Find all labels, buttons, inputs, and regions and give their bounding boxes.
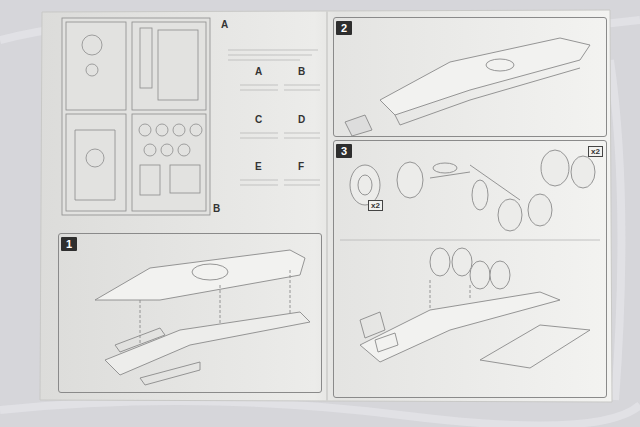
paper-sheet [40, 10, 612, 402]
paint-code: B [298, 66, 305, 77]
quantity-mark: x2 [588, 146, 603, 157]
quantity-mark: x2 [368, 200, 383, 211]
hull-exploded-drawing [95, 250, 310, 385]
step-panel: 2 [333, 17, 607, 137]
step-panel: 3 [333, 140, 607, 398]
sprue-letter: A [221, 19, 228, 30]
step-number: 1 [61, 237, 77, 251]
wheel-assembly-drawing [340, 150, 600, 368]
paint-code: A [255, 66, 262, 77]
step-panel: 1 [58, 233, 322, 393]
paint-code: C [255, 114, 262, 125]
hull-assembly-drawing [345, 38, 590, 136]
paint-code: D [298, 114, 305, 125]
step-number: 3 [336, 144, 352, 158]
page-fold [326, 11, 328, 401]
paint-code: F [298, 161, 304, 172]
sprue-letter: B [213, 203, 220, 214]
step-number: 2 [336, 21, 352, 35]
paint-code: E [255, 161, 262, 172]
paint-table-text-lines [228, 50, 320, 185]
sprue-drawing [62, 18, 210, 215]
